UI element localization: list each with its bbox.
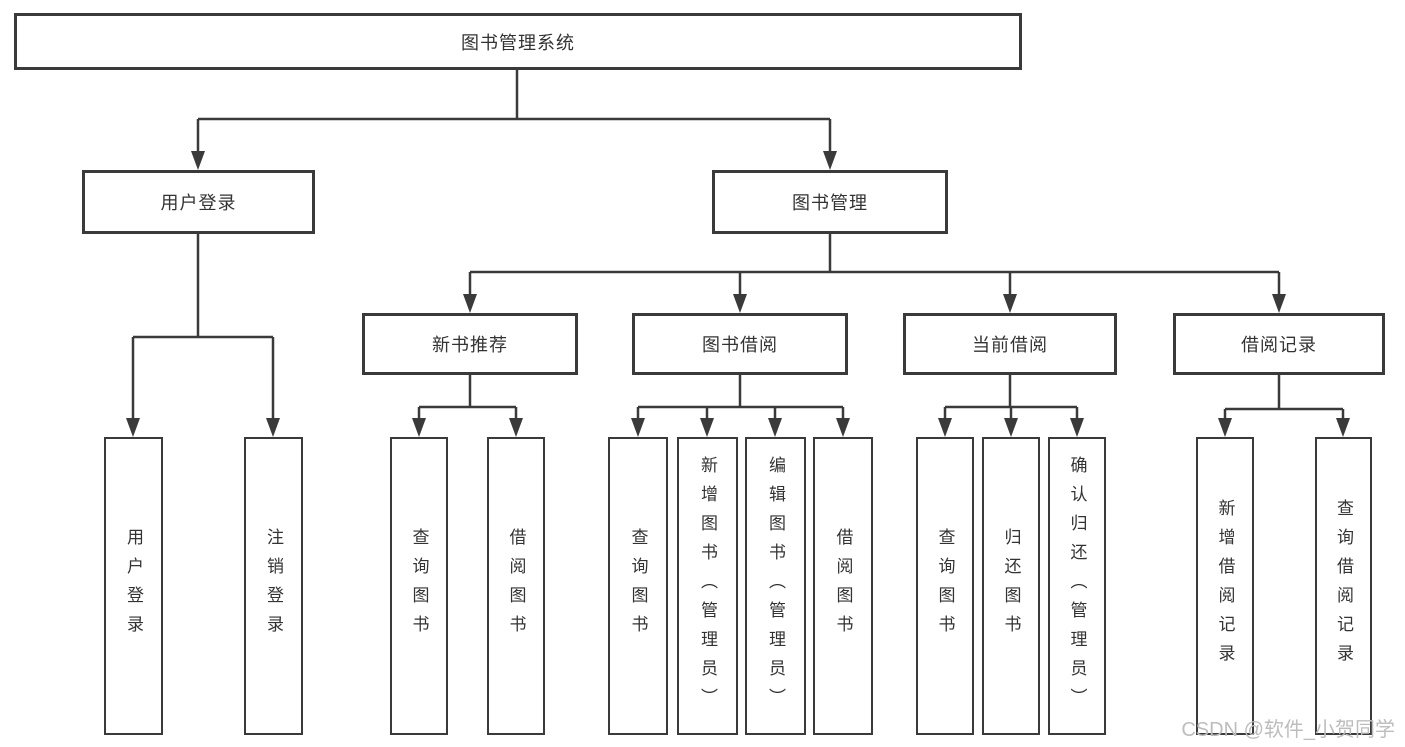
leaf-query-borrow-record-label: 查询借阅记录: [1334, 499, 1353, 673]
leaf-add-book-admin: 新增图书（管理员）: [677, 437, 738, 735]
node-user-login-label: 用户登录: [160, 193, 237, 213]
node-new-book-recommend-label: 新书推荐: [432, 335, 508, 355]
node-current-borrow: 当前借阅: [903, 313, 1117, 375]
leaf-edit-book-admin-label: 编辑图书（管理员）: [766, 455, 785, 717]
leaf-query-book-borrow: 查询图书: [608, 437, 668, 735]
connector-user-login-to-leaves: [131, 234, 275, 420]
leaf-add-book-admin-label: 新增图书（管理员）: [698, 455, 717, 717]
leaf-confirm-return-admin-label: 确认归还（管理员）: [1067, 455, 1087, 717]
csdn-watermark: CSDN @软件_小贺同学: [1181, 719, 1395, 741]
node-borrow-record: 借阅记录: [1173, 313, 1385, 375]
node-new-book-recommend: 新书推荐: [362, 313, 578, 375]
node-root-library-system: 图书管理系统: [14, 13, 1022, 70]
arrowheads-level2: [191, 151, 837, 170]
connector-root-to-level2: [196, 70, 832, 153]
node-book-borrow: 图书借阅: [632, 313, 848, 375]
node-book-borrow-label: 图书借阅: [702, 335, 778, 355]
node-root-label: 图书管理系统: [461, 32, 575, 53]
leaf-query-book-current: 查询图书: [916, 437, 974, 735]
leaf-query-book-recommend-label: 查询图书: [409, 528, 429, 644]
leaf-confirm-return-admin: 确认归还（管理员）: [1048, 437, 1106, 735]
leaf-user-login: 用户登录: [104, 437, 163, 735]
node-book-management-label: 图书管理: [792, 193, 868, 213]
connector-book-borrow-to-leaves: [636, 375, 845, 420]
leaf-add-borrow-record: 新增借阅记录: [1196, 437, 1254, 735]
connector-borrow-record-to-leaves: [1223, 375, 1345, 420]
leaf-add-borrow-record-label: 新增借阅记录: [1215, 499, 1235, 673]
leaf-query-book-borrow-label: 查询图书: [628, 528, 648, 644]
leaf-borrow-book-label: 借阅图书: [833, 528, 853, 644]
leaf-borrow-book-recommend: 借阅图书: [487, 437, 545, 735]
leaf-borrow-book: 借阅图书: [813, 437, 873, 735]
leaf-return-book: 归还图书: [982, 437, 1040, 735]
leaf-borrow-book-recommend-label: 借阅图书: [506, 528, 526, 644]
arrowheads-level3: [463, 294, 1286, 313]
leaf-query-borrow-record: 查询借阅记录: [1315, 437, 1372, 735]
leaf-query-book-recommend: 查询图书: [390, 437, 448, 735]
leaf-edit-book-admin: 编辑图书（管理员）: [745, 437, 806, 735]
leaf-logout-login-label: 注销登录: [264, 528, 283, 644]
arrowheads-leaves: [126, 418, 1350, 437]
node-current-borrow-label: 当前借阅: [972, 335, 1048, 355]
node-borrow-record-label: 借阅记录: [1241, 335, 1317, 355]
leaf-user-login-label: 用户登录: [124, 528, 143, 644]
leaf-query-book-current-label: 查询图书: [935, 528, 955, 644]
node-user-login: 用户登录: [82, 170, 315, 234]
leaf-return-book-label: 归还图书: [1001, 528, 1021, 644]
connector-current-borrow-to-leaves: [943, 375, 1079, 420]
node-book-management: 图书管理: [712, 170, 948, 234]
connector-new-book-recommend-to-leaves: [417, 375, 518, 420]
leaf-logout-login: 注销登录: [244, 437, 303, 735]
connector-book-management-to-level3: [468, 234, 1281, 296]
